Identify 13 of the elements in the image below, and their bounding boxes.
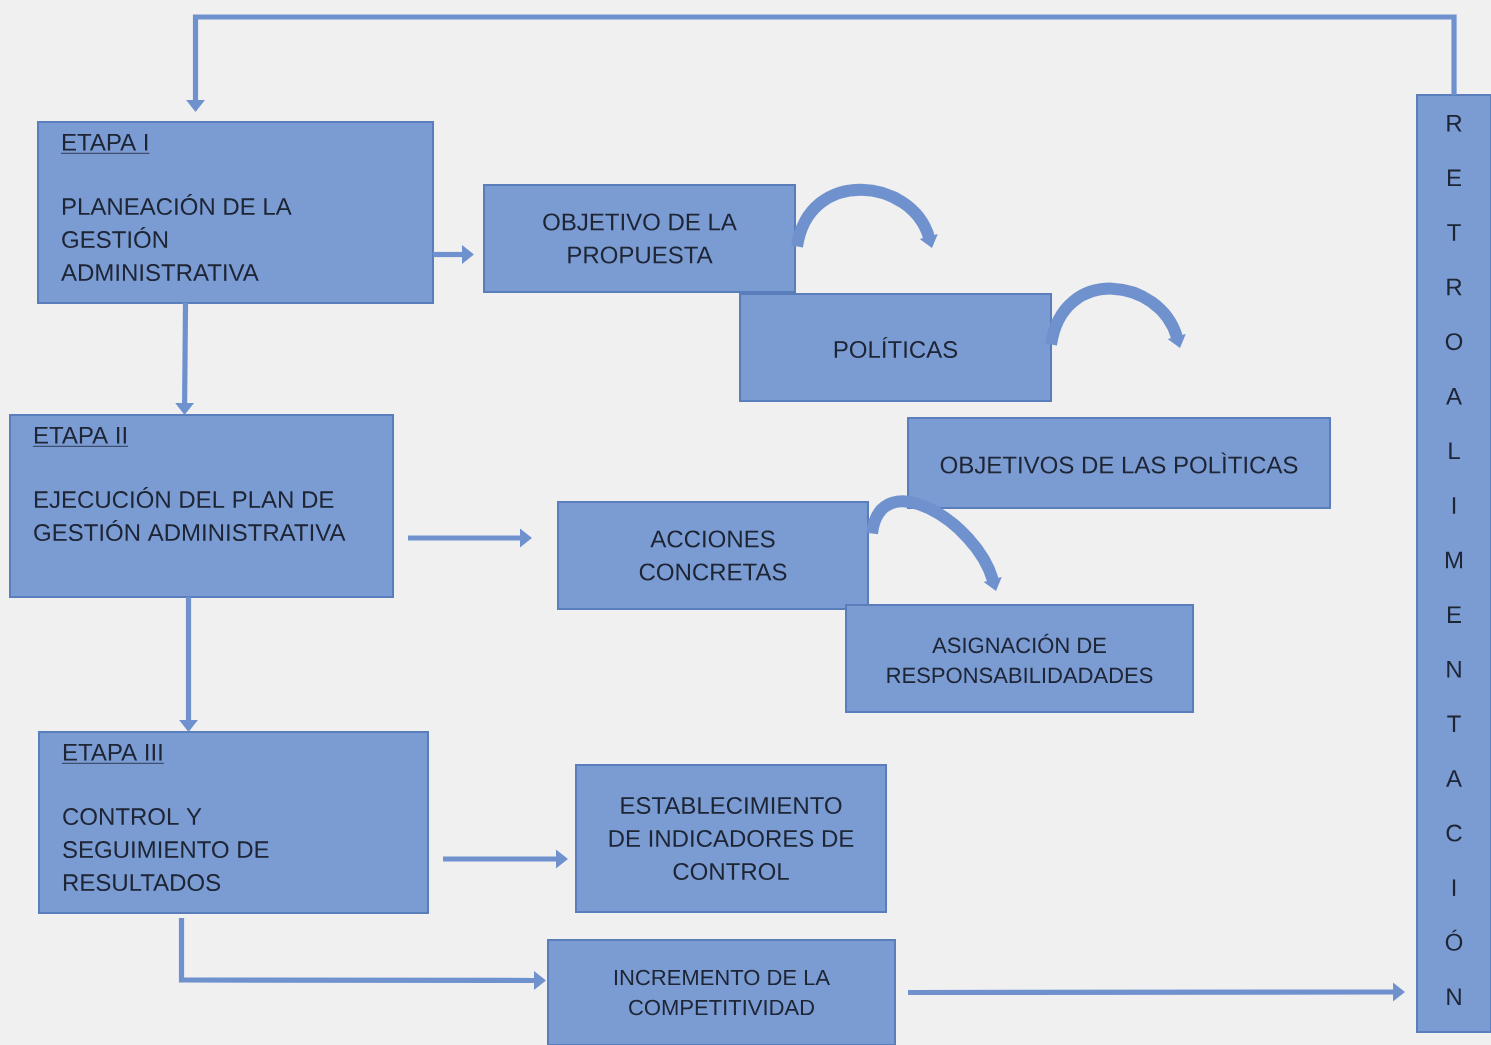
process-box: OBJETIVO DE LA PROPUESTA bbox=[483, 184, 796, 293]
process-box: ASIGNACIÓN DE RESPONSABILIDADADES bbox=[845, 604, 1194, 713]
process-box: ESTABLECIMIENTO DE INDICADORES DE CONTROL bbox=[575, 764, 887, 913]
stage-box: ETAPA III CONTROL Y SEGUIMIENTO DE RESULTADOS bbox=[38, 731, 429, 914]
process-box: ACCIONES CONCRETAS bbox=[557, 501, 869, 610]
process-box: POLÍTICAS bbox=[739, 293, 1052, 402]
curved-arrow bbox=[1045, 282, 1186, 348]
process-box: OBJETIVOS DE LAS POLÌTICAS bbox=[907, 417, 1331, 509]
curved-arrow bbox=[791, 183, 938, 249]
process-box: INCREMENTO DE LA COMPETITIVIDAD bbox=[547, 939, 896, 1045]
feedback-bar: RETROALIMENTACIÓN bbox=[1416, 94, 1491, 1033]
stage-box: ETAPA II EJECUCIÓN DEL PLAN DE GESTIÓN ADMINISTRATIVA bbox=[9, 414, 394, 598]
stage-box: ETAPA I PLANEACIÓN DE LA GESTIÓN ADMINISTRATIVA bbox=[37, 121, 434, 304]
